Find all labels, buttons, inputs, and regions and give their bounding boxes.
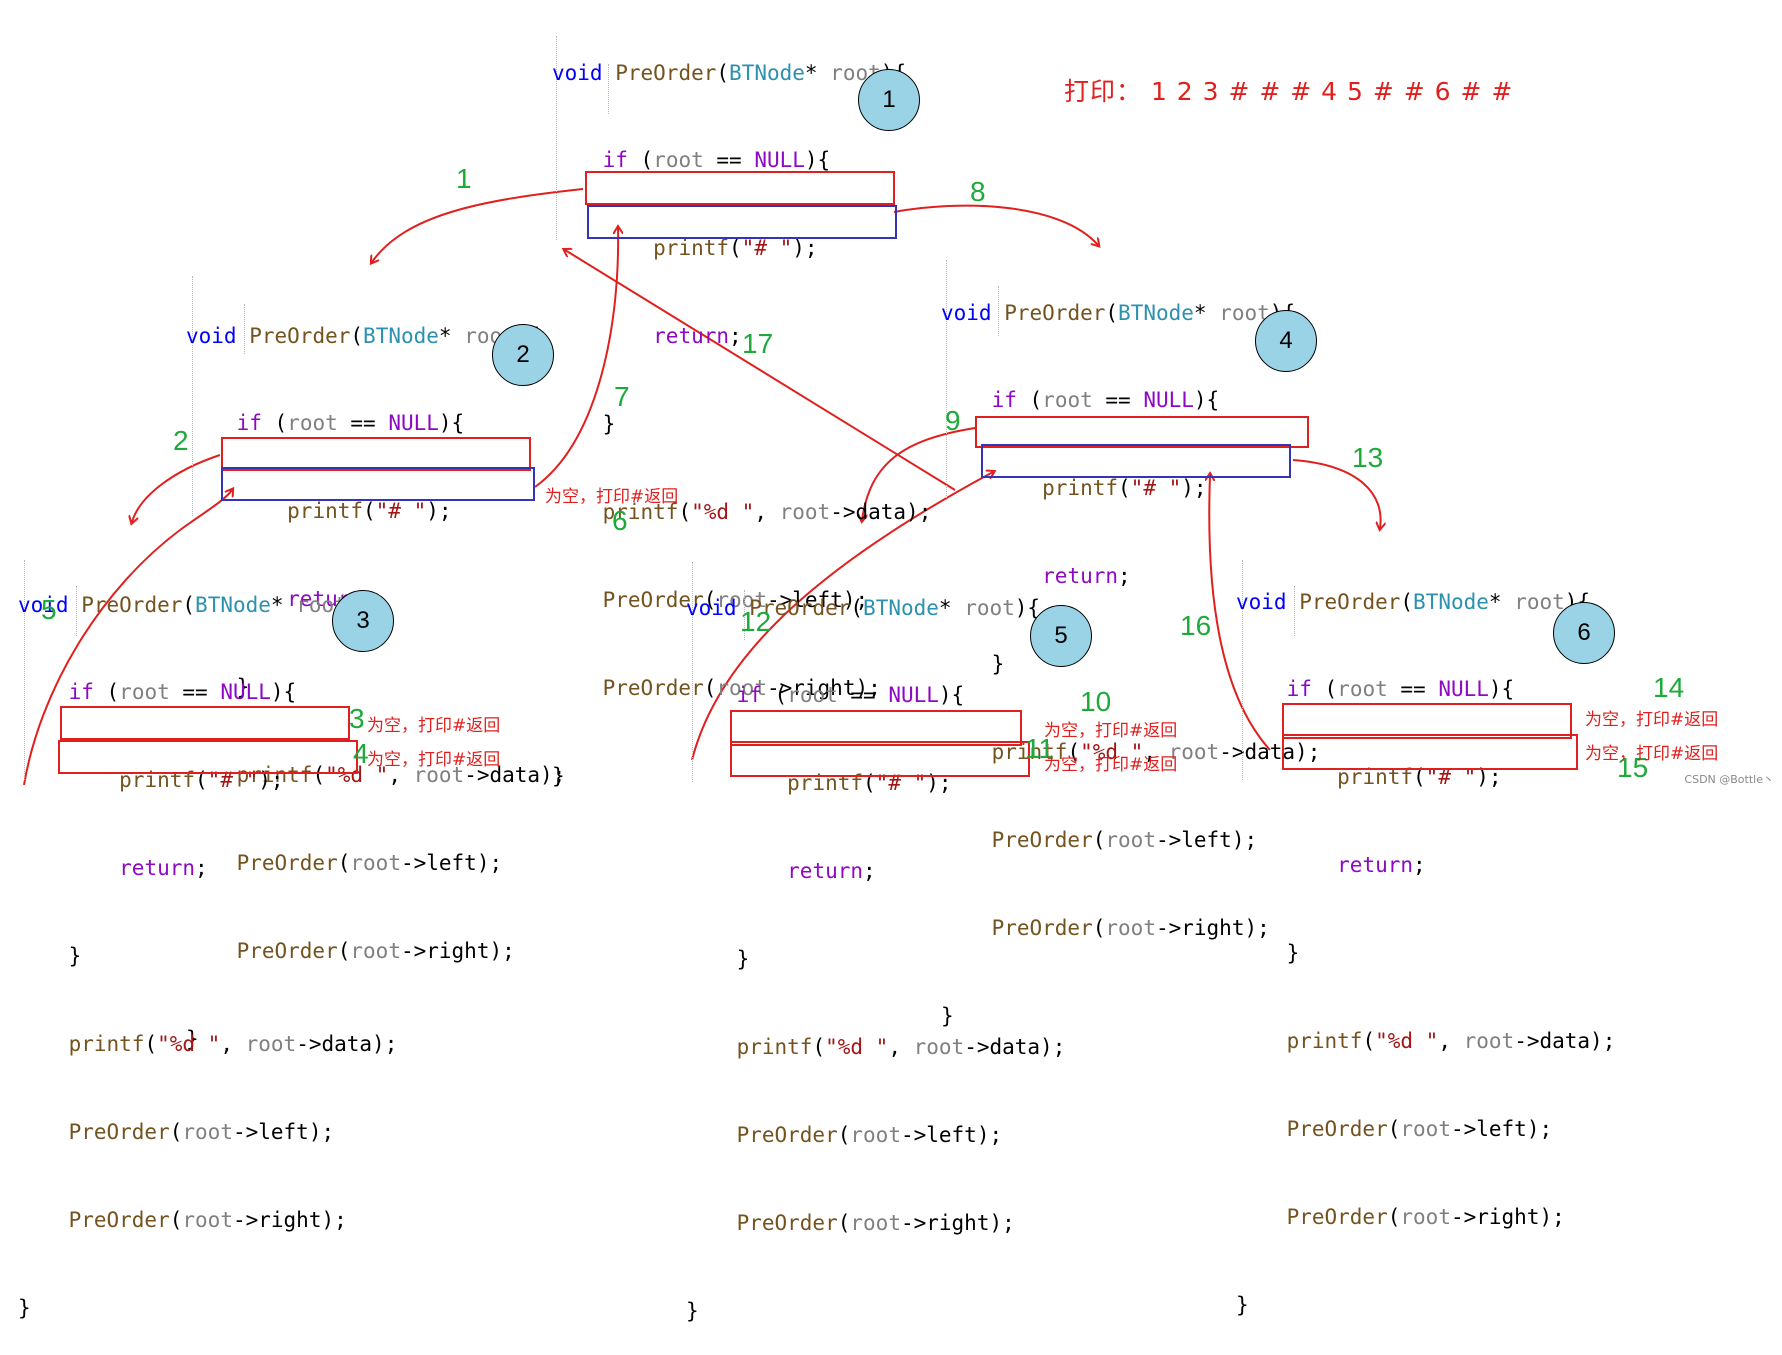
node-circle-6: 6 (1553, 602, 1615, 664)
indent-guide (1294, 586, 1295, 636)
arrow-16 (1209, 475, 1271, 751)
indent-guide (244, 304, 245, 354)
node-circle-4: 4 (1255, 310, 1317, 372)
step-number-17: 17 (742, 328, 774, 359)
step-number-14: 14 (1653, 672, 1685, 703)
step-number-6: 6 (612, 505, 628, 536)
step-number-10: 10 (1080, 686, 1112, 717)
note-empty-return: 为空，打印#返回 (545, 487, 679, 507)
arrows-layer (23, 188, 1782, 786)
step-number-5: 5 (41, 594, 57, 625)
indent-guide (608, 64, 609, 114)
node-circle-2: 2 (492, 324, 554, 386)
indent-guide (192, 276, 193, 516)
box-left-call-2 (221, 437, 531, 471)
box-right-call-6 (1282, 734, 1578, 770)
step-number-16: 16 (1180, 610, 1212, 641)
step-number-8: 8 (970, 176, 986, 207)
indent-guide (24, 560, 25, 780)
note-empty-return: 为空，打印#返回 (367, 716, 501, 736)
arrow-17 (565, 250, 956, 491)
box-left-call-6 (1282, 703, 1572, 739)
code-block-1: void PreOrder(BTNode* root){ if (root ==… (552, 60, 932, 788)
box-left-call-4 (975, 416, 1309, 448)
arrow-9 (862, 427, 976, 520)
indent-guide (556, 36, 557, 240)
box-right-call-1 (587, 205, 897, 239)
indent-guide (744, 590, 745, 640)
box-left-call-5 (730, 710, 1022, 746)
note-empty-return: 为空，打印#返回 (1044, 721, 1178, 741)
code-block-3: void PreOrder(BTNode* root){ if (root ==… (18, 592, 398, 1320)
arrow-2 (132, 454, 221, 522)
note-empty-return: 为空，打印#返回 (1044, 755, 1178, 775)
step-number-2: 2 (173, 425, 189, 456)
code-block-5: void PreOrder(BTNode* root){ if (root ==… (686, 595, 1066, 1323)
arrow-12 (691, 472, 993, 761)
box-right-call-2 (221, 467, 535, 501)
step-number-7: 7 (614, 381, 630, 412)
arrow-5 (23, 490, 232, 786)
arrow-1 (372, 188, 584, 262)
indent-guide (998, 286, 999, 336)
indent-guide (76, 586, 77, 636)
watermark: CSDN @Bottle丶 (1684, 773, 1774, 786)
box-left-call-1 (585, 171, 895, 205)
step-number-13: 13 (1352, 442, 1384, 473)
step-number-11: 11 (1025, 733, 1055, 764)
step-number-4: 4 (353, 738, 369, 769)
node-circle-5: 5 (1030, 605, 1092, 667)
note-empty-return: 为空，打印#返回 (1585, 744, 1719, 764)
indent-guide (1242, 560, 1243, 780)
step-number-3: 3 (349, 703, 365, 734)
step-number-15: 15 (1617, 752, 1649, 783)
note-empty-return: 为空，打印#返回 (367, 750, 501, 770)
indent-guide (946, 260, 947, 500)
step-number-1: 1 (456, 163, 472, 194)
indent-guide (692, 562, 693, 782)
code-block-6: void PreOrder(BTNode* root){ if (root ==… (1236, 589, 1616, 1317)
arrow-13 (1292, 459, 1381, 528)
box-right-call-5 (730, 741, 1030, 777)
step-number-9: 9 (945, 405, 961, 436)
step-number-12: 12 (740, 606, 772, 637)
arrow-7 (534, 228, 618, 488)
arrow-8 (893, 204, 1098, 245)
node-circle-3: 3 (332, 590, 394, 652)
box-left-call-3 (60, 706, 350, 740)
box-right-call-3 (58, 740, 358, 774)
node-circle-1: 1 (858, 69, 920, 131)
note-empty-return: 为空，打印#返回 (1585, 710, 1719, 730)
print-sequence: 打印： 1 2 3 # # # 4 5 # # 6 # # (1064, 77, 1514, 106)
box-right-call-4 (981, 444, 1291, 478)
